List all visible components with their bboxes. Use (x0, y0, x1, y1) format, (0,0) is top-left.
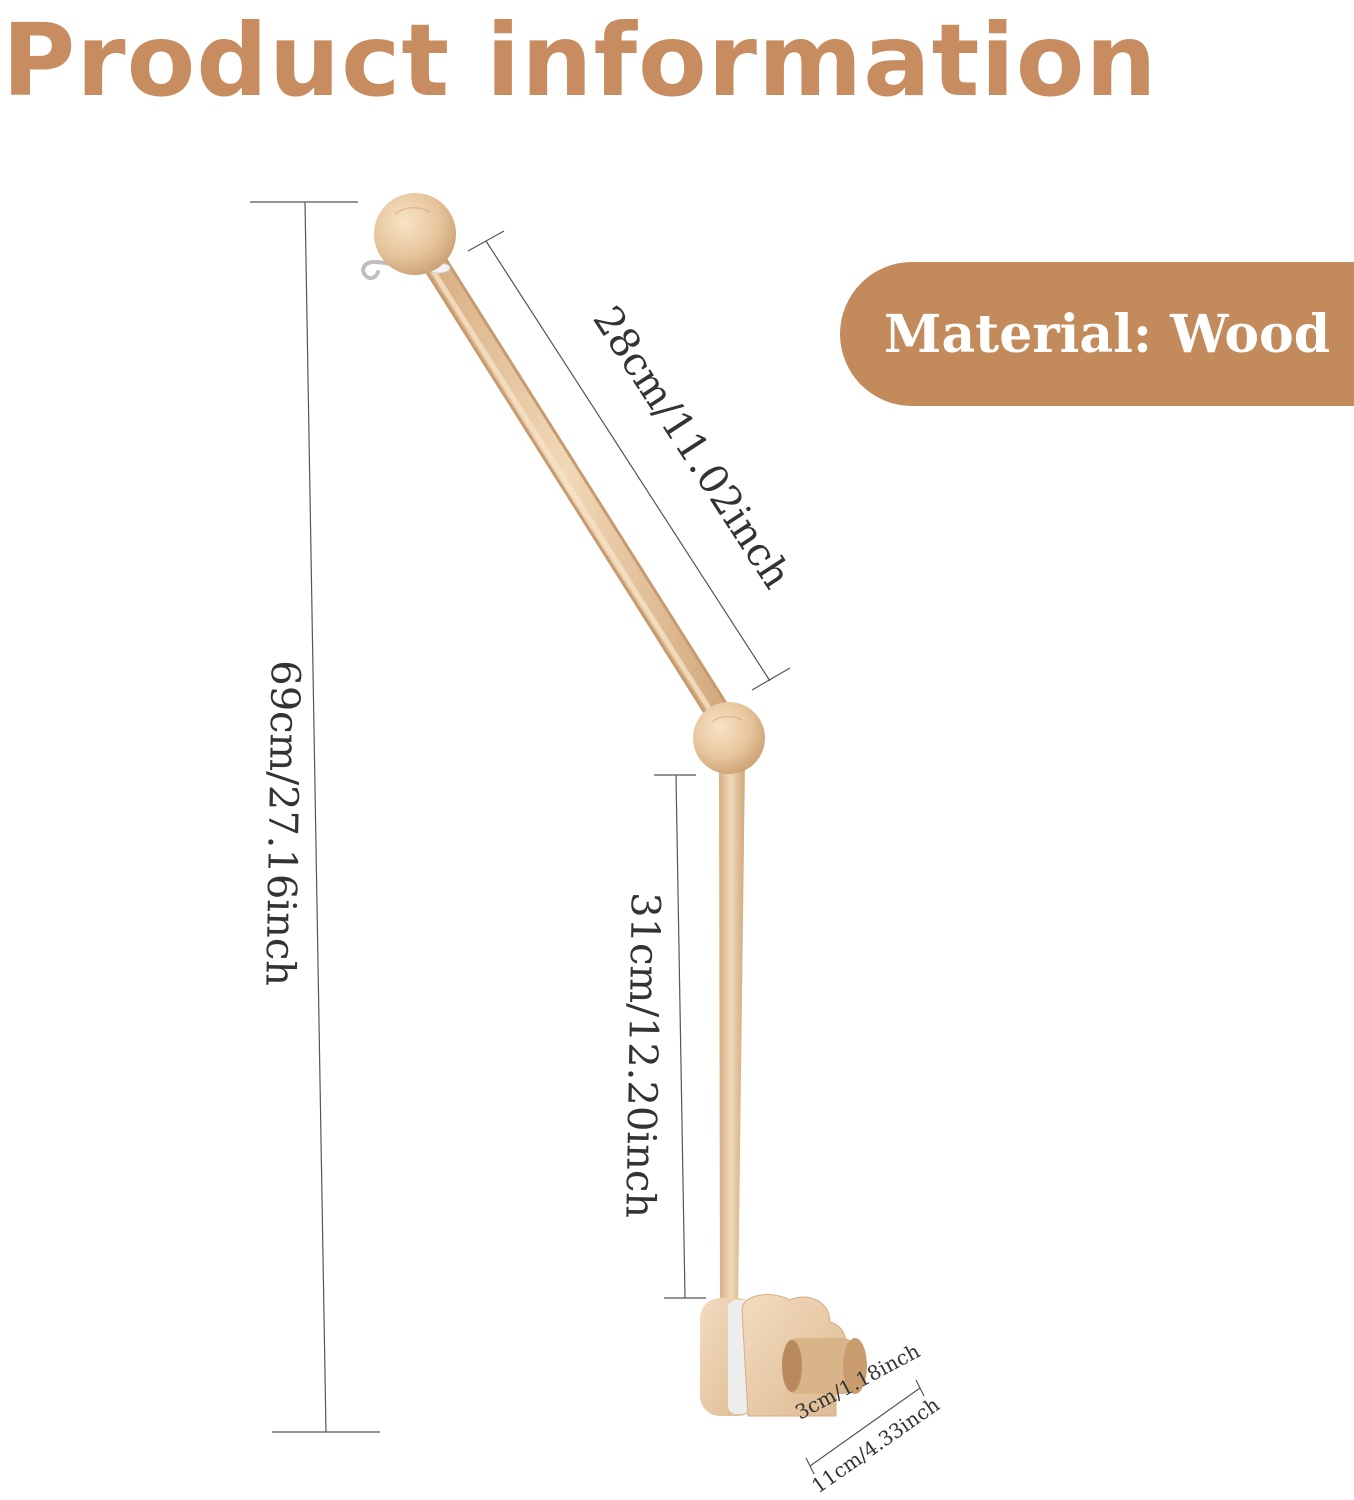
joint-wooden-ball (693, 702, 765, 774)
lower-rod (719, 760, 745, 1310)
material-badge: Material: Wood (840, 262, 1354, 406)
height-dimension-line (250, 201, 380, 1433)
height-dimension-label: 69cm/27.16inch (256, 660, 308, 987)
page-title: Product information (2, 2, 1158, 119)
rod-dimension-label: 31cm/12.20inch (616, 892, 668, 1219)
rod-dimension-line (654, 774, 706, 1299)
arm-dimension-line (467, 230, 791, 691)
base-dimension-line (805, 1379, 925, 1475)
material-badge-label: Material: Wood (883, 303, 1331, 365)
top-wooden-ball (374, 193, 456, 275)
clamp-base (700, 1294, 867, 1417)
upper-arm (421, 249, 741, 741)
